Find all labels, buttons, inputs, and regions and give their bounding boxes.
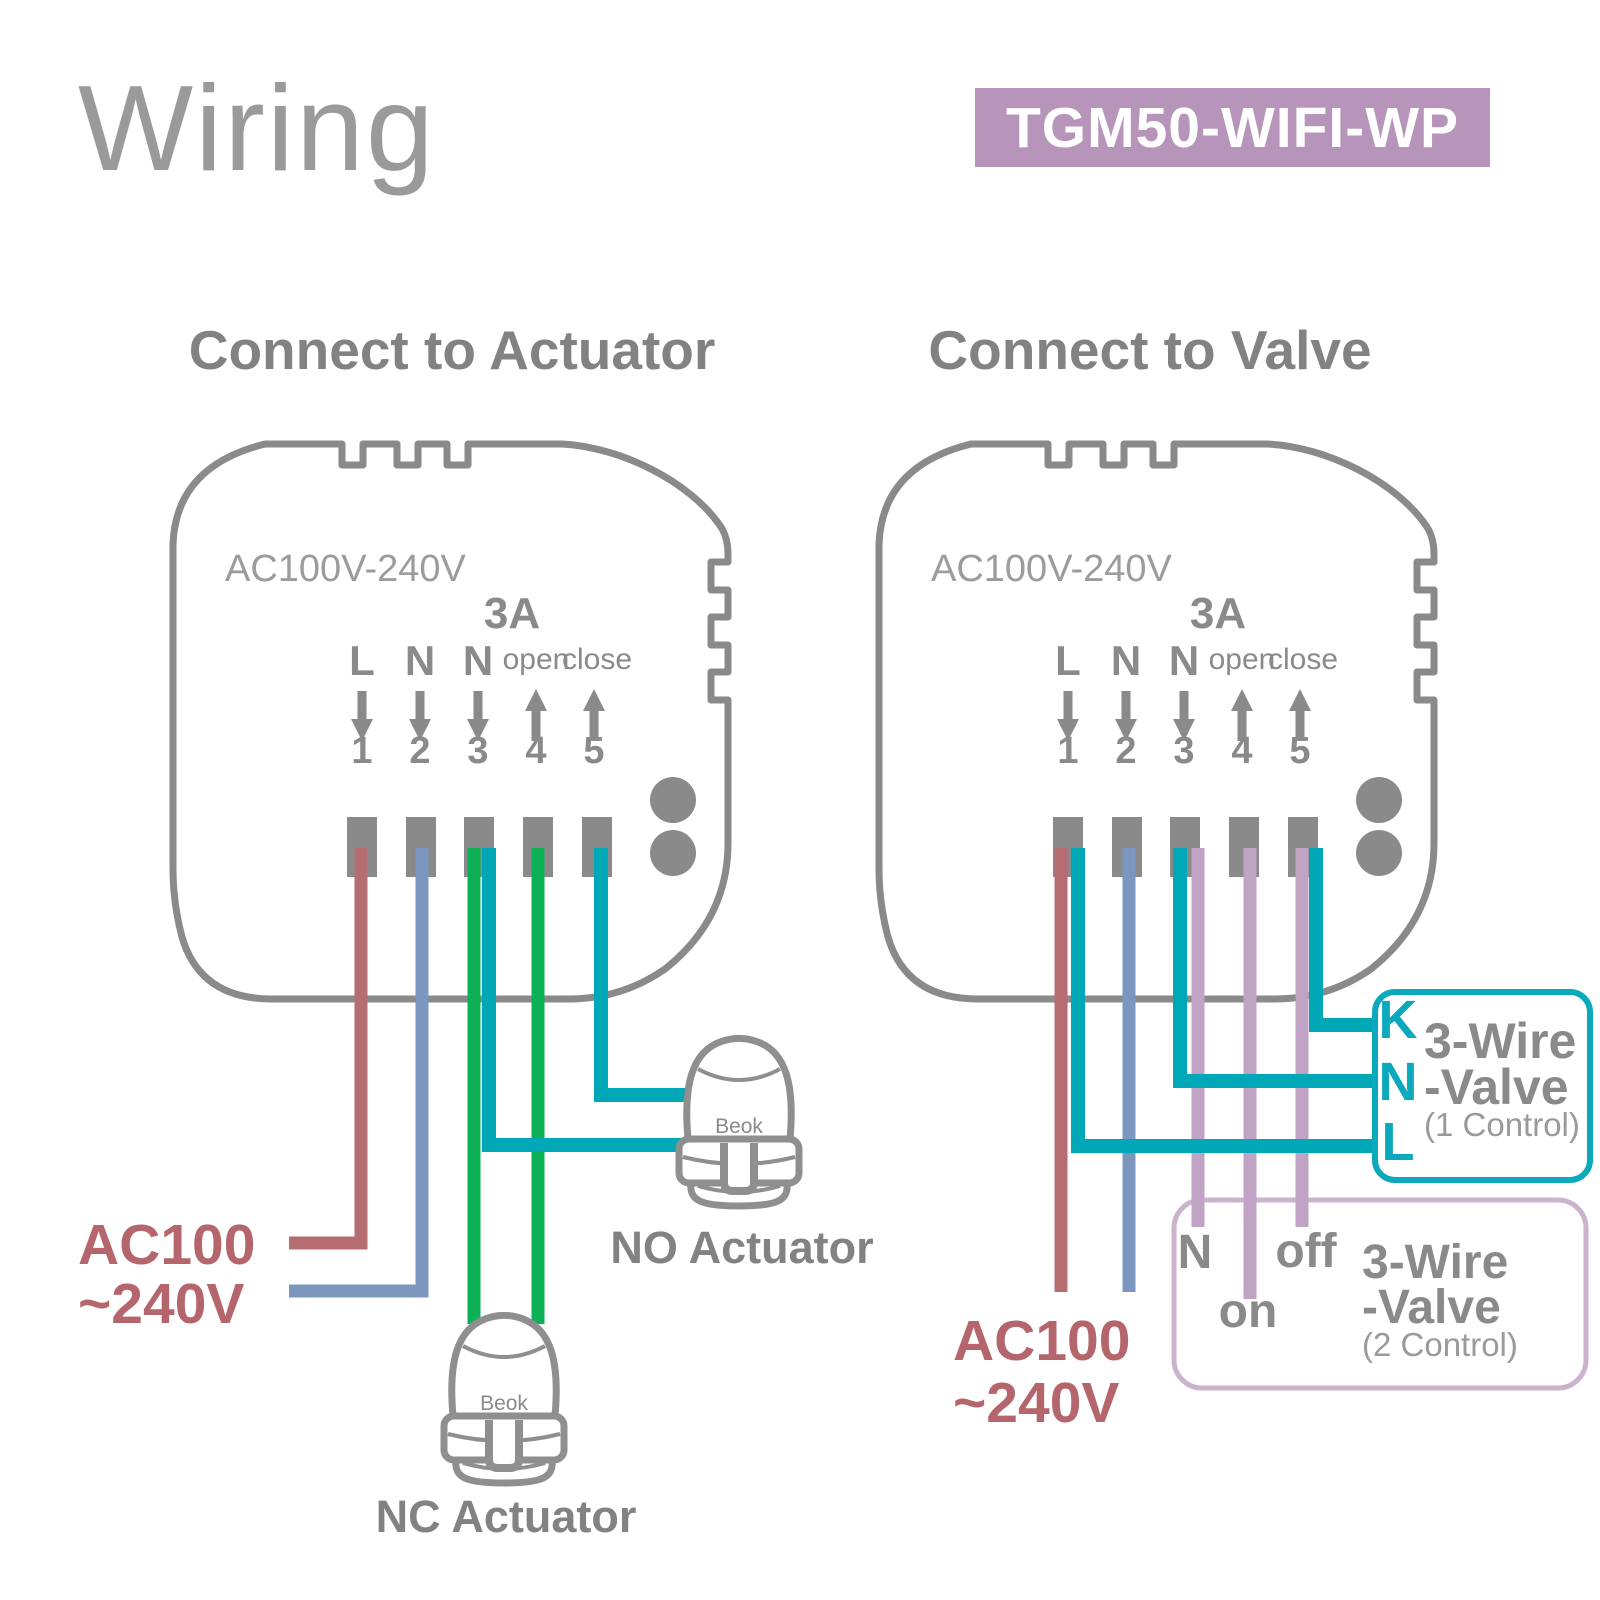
actuator-clip [485,1420,523,1472]
wire-neutral-left [289,848,429,1298]
valve1-terminal-N: N [1379,1052,1418,1112]
valve-box-1-border [1372,989,1593,1183]
terminal-number: 5 [583,730,604,772]
power-label-right: AC100 ~240V [953,1309,1130,1435]
valve-box-2-labels: N off on 3-Wire -Valve (2 Control) [1178,1225,1518,1363]
indicator-dot [650,777,696,823]
heading-connect-to-actuator: Connect to Actuator [189,319,716,381]
nc-actuator: Beok [440,1311,568,1487]
power-label-left: AC100 ~240V [78,1213,255,1336]
no-actuator: Beok [675,1034,803,1210]
page-title: Wiring [78,60,436,196]
terminal-number: 5 [1289,730,1310,772]
down-arrow-icon [409,691,431,741]
actuator-brand-label: Beok [715,1115,763,1138]
terminal-number: 2 [1115,730,1136,772]
valve-box-1-control: K N L 3-Wire -Valve (1 Control) [1372,989,1593,1183]
terminal-number: 1 [1057,730,1078,772]
valve2-terminal-N: N [1178,1226,1213,1279]
model-badge: TGM50-WIFI-WP [975,88,1490,167]
nc-actuator-label: NC Actuator [376,1491,637,1542]
up-arrow-icon [1231,689,1253,741]
device-outline [875,440,1438,1003]
power-right-line2: ~240V [953,1371,1119,1435]
power-left-line2: ~240V [78,1272,244,1336]
terminal-number: 2 [409,730,430,772]
actuator-body [448,1311,560,1434]
terminal-number: 4 [525,730,546,772]
power-right-line1: AC100 [953,1309,1130,1373]
wire-cyan-terminal1-l [1071,848,1377,1153]
valve2-control-label: (2 Control) [1362,1326,1518,1363]
device-amp-label: 3A [1190,589,1246,638]
actuator-dome-line [697,1067,781,1082]
up-arrow-icon [583,689,605,741]
terminal-label-N2: N [405,637,435,684]
terminal-label-open: open [503,643,570,676]
device-outline [169,440,732,1003]
valve1-name-line1: 3-Wire [1424,1013,1576,1069]
valve2-terminal-off: off [1275,1225,1337,1278]
terminal-label-close: close [1268,643,1338,676]
valve1-terminal-K: K [1379,990,1418,1050]
power-left-line1: AC100 [78,1213,255,1277]
up-arrow-icon [525,689,547,741]
terminal-label-L: L [1055,637,1081,684]
terminal-label-close: close [562,643,632,676]
valve2-name-line1: 3-Wire [1362,1236,1508,1289]
wire-live-left [289,848,368,1250]
terminal-number: 3 [467,730,488,772]
wire-cyan-terminal3-no [482,848,702,1152]
terminal-number: 1 [351,730,372,772]
terminal-label-N3: N [1169,637,1199,684]
valve1-name-line2: -Valve [1424,1059,1569,1115]
down-arrow-icon [351,691,373,741]
device-amp-label: 3A [484,589,540,638]
actuator-brand-label: Beok [480,1392,528,1415]
down-arrow-icon [1115,691,1137,741]
thermostat-module-right: AC100V-240V 3A L N N open close 1 2 [875,440,1438,1003]
wire-cyan-terminal5-no [594,848,702,1102]
terminal-label-L: L [349,637,375,684]
up-arrow-icon [1289,689,1311,741]
valve2-terminal-on: on [1219,1285,1278,1338]
actuator-body [683,1034,795,1157]
indicator-dot [1356,777,1402,823]
valve-box-2-control [1171,1197,1589,1391]
terminal-number: 4 [1231,730,1252,772]
device-voltage-label: AC100V-240V [225,548,466,590]
valve2-name-line2: -Valve [1362,1281,1501,1334]
thermostat-module-left: AC100V-240V 3A L N N open close 1 2 [169,440,732,1003]
wire-cyan-terminal5-k [1309,848,1377,1032]
terminal-label-open: open [1209,643,1276,676]
valve1-terminal-L: L [1382,1112,1415,1172]
terminal-label-N3: N [463,637,493,684]
terminal-label-N2: N [1111,637,1141,684]
wire-cyan-terminal3-n [1173,848,1377,1088]
down-arrow-icon [1173,691,1195,741]
indicator-dot [1356,830,1402,876]
actuator-dome-line [462,1344,546,1359]
actuator-clip [720,1143,758,1195]
valve1-control-label: (1 Control) [1424,1106,1580,1143]
no-actuator-label: NO Actuator [610,1222,873,1273]
heading-connect-to-valve: Connect to Valve [928,319,1371,381]
terminal-number: 3 [1173,730,1194,772]
indicator-dot [650,830,696,876]
device-voltage-label: AC100V-240V [931,548,1172,590]
down-arrow-icon [1057,691,1079,741]
down-arrow-icon [467,691,489,741]
